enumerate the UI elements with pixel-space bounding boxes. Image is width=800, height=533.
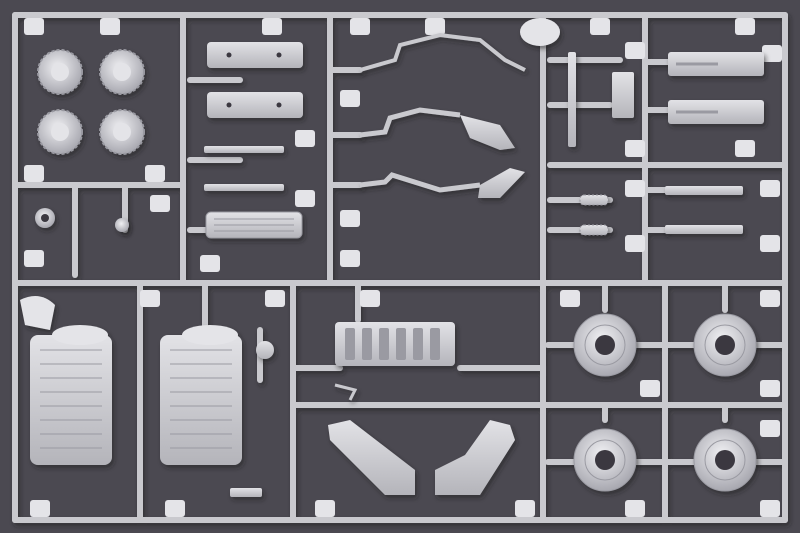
pulley — [256, 341, 274, 359]
wheel-rim — [584, 324, 626, 366]
small-shaft — [230, 488, 262, 497]
intake-runner — [379, 328, 389, 360]
wheel-hole — [715, 335, 735, 355]
sprue-tab — [560, 290, 580, 307]
sprue-tab — [640, 380, 660, 397]
gearbox-housing — [30, 335, 112, 465]
fuel-rail — [204, 184, 284, 191]
brake-disc-hub — [51, 63, 69, 81]
valve-cover — [207, 92, 303, 118]
sprue-tab — [295, 130, 315, 147]
sprue-tab — [295, 190, 315, 207]
sprue-tab — [340, 90, 360, 107]
suspension-bracket-left — [328, 420, 415, 495]
strut-rod — [568, 52, 576, 147]
exhaust-pipe — [359, 172, 481, 193]
sprue-tab — [340, 250, 360, 267]
sprue-tab — [735, 18, 755, 35]
sprue-tab — [590, 18, 610, 35]
round-part — [115, 218, 129, 232]
gearbox-top — [182, 325, 238, 345]
intake-runner — [396, 328, 406, 360]
sprue-tab — [145, 165, 165, 182]
sprue-tab — [262, 18, 282, 35]
sprue-tab — [24, 165, 44, 182]
sprue-tab — [625, 500, 645, 517]
bracket — [612, 72, 634, 118]
sprue-tab — [350, 18, 370, 35]
sprue-tab — [760, 235, 780, 252]
intake-runner — [430, 328, 440, 360]
link-rod — [665, 186, 743, 195]
valve-cover-bolt — [226, 102, 232, 108]
sprue-tab — [265, 290, 285, 307]
sprue-tab — [760, 180, 780, 197]
valve-cover-bolt — [276, 102, 282, 108]
brake-disc-hub — [113, 123, 131, 141]
exhaust-pipe — [359, 32, 526, 72]
valve-cover — [207, 42, 303, 68]
wheel-hole — [595, 335, 615, 355]
sprue-tab — [315, 500, 335, 517]
wheel-rim — [584, 439, 626, 481]
exhaust-pipe — [359, 107, 461, 138]
gearbox-top — [52, 325, 108, 345]
fuel-rail — [204, 146, 284, 153]
sprue-tab — [24, 18, 44, 35]
sprue-tab — [760, 420, 780, 437]
wheel-hole — [715, 450, 735, 470]
sprue-tab — [165, 500, 185, 517]
sprue-tab — [625, 140, 645, 157]
catalytic-converter — [478, 168, 525, 198]
sprue-tab — [360, 290, 380, 307]
mount-part — [20, 296, 55, 330]
sprue-tab — [625, 180, 645, 197]
sprue-tab — [515, 500, 535, 517]
bearing-hole — [41, 214, 49, 222]
spring — [579, 194, 609, 206]
sprue-tab — [625, 42, 645, 59]
wheel-rim — [704, 324, 746, 366]
sprue-tab — [425, 18, 445, 35]
sprue-tab — [760, 500, 780, 517]
sprue-tab — [140, 290, 160, 307]
spring — [579, 224, 609, 236]
sprue-tab — [24, 250, 44, 267]
intake-runner — [413, 328, 423, 360]
valve-cover-bolt — [226, 52, 232, 58]
sprue-tab — [762, 45, 782, 62]
intake-runner — [362, 328, 372, 360]
wheel-rim — [704, 439, 746, 481]
intake-runner — [345, 328, 355, 360]
sprue-tab — [100, 18, 120, 35]
sprue-tab — [625, 235, 645, 252]
sprue-tab — [340, 210, 360, 227]
gearbox-housing — [160, 335, 242, 465]
small-bracket — [334, 383, 358, 401]
sprue-tab — [150, 195, 170, 212]
sprue-tab — [760, 290, 780, 307]
catalytic-converter — [460, 115, 515, 150]
sprue-tab — [760, 380, 780, 397]
link-rod — [665, 225, 743, 234]
brake-disc-hub — [51, 123, 69, 141]
sprue-tab — [735, 140, 755, 157]
suspension-bracket-right — [435, 420, 515, 495]
wheel-hole — [595, 450, 615, 470]
brake-disc-hub — [113, 63, 131, 81]
sprue-tab — [30, 500, 50, 517]
part-top — [520, 18, 560, 46]
valve-cover-bolt — [276, 52, 282, 58]
sprue-tab — [200, 255, 220, 272]
